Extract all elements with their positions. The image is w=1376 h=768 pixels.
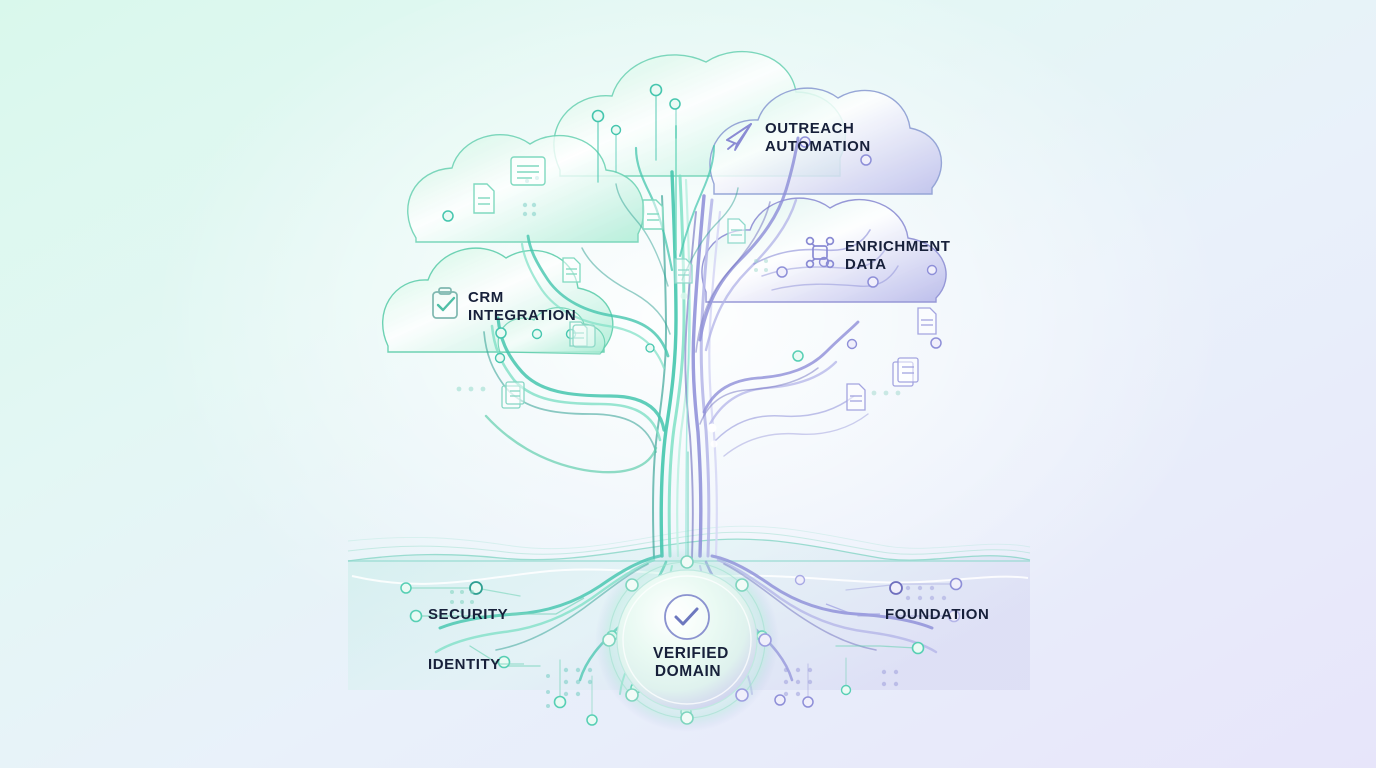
label-core-line2: DOMAIN [654,663,722,681]
leader-security [506,597,585,615]
branch-left-crm [483,316,666,474]
doc-icon-page-crm-a [562,257,581,283]
doc-icon-stack-crm [501,381,525,409]
label-enrichment-line2: DATA [845,255,887,273]
node-graph-icon [805,236,835,269]
ground-line-2 [347,531,1031,555]
branch-top-left [597,91,739,287]
label-outreach-line1: OUTREACH [765,120,855,137]
label-core-line1: VERIFIED [653,645,729,662]
dot-row-crm [456,386,486,392]
doc-icon-page-mid [727,218,746,244]
branch-right-outreach [695,136,899,353]
doc-icon-page-enrich-b [846,383,866,411]
branch-left-upper [520,234,671,370]
doc-icon-page-left [473,183,495,214]
doc-icon-page-right-a [674,258,693,284]
check-circle-icon [664,594,710,640]
branch-right-enrichment [699,320,869,457]
dot-grid-center [546,667,593,708]
cloud-outreach [709,87,942,195]
doc-icon-page-center [642,199,664,230]
core-ring-inner [622,575,752,705]
label-outreach-line2: AUTOMATION [765,137,871,155]
label-foundation: FOUNDATION [885,606,990,623]
dot-grid-right [783,667,899,697]
cloud-left-upper [407,134,645,243]
paper-plane-icon [726,123,752,151]
label-crm-line2: INTEGRATION [468,306,577,324]
doc-icon-stack-enrich [892,357,919,387]
doc-icon-page-enrich-a [917,307,937,335]
label-crm-line1: CRM [468,289,504,306]
label-enrichment-line1: ENRICHMENT [845,238,951,255]
doc-icon-frame-crm [572,324,596,348]
leader-foundation [825,603,880,615]
dot-grid-left [450,590,474,614]
verified-domain-node[interactable] [616,569,758,711]
doc-icon-card-left [510,156,546,186]
core-orbit-nodes [602,555,772,725]
dot-grid-foundation [905,585,947,601]
label-identity: IDENTITY [428,656,501,673]
dot-grid-enrichment [754,259,901,396]
doc-icon-page-crm-b [569,321,588,347]
label-security: SECURITY [428,606,509,623]
clipboard-check-icon [432,287,458,319]
